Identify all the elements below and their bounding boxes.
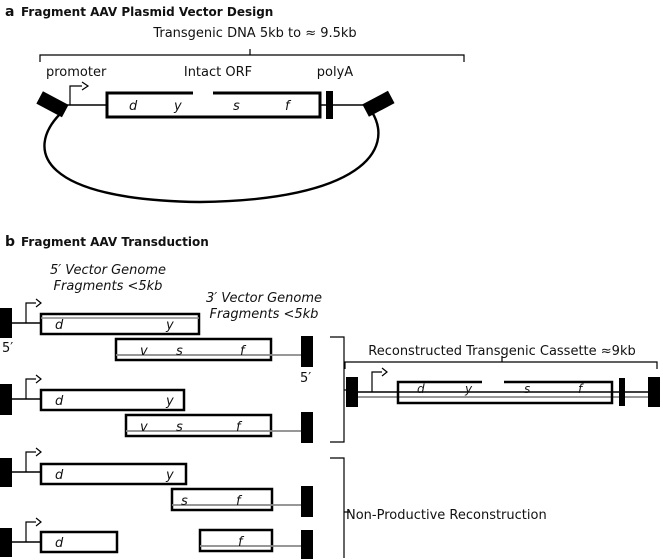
panel-a-letter: a bbox=[5, 4, 14, 20]
pair4-promoter-arrow-head bbox=[35, 517, 42, 527]
reconstructed-cassette: Reconstructed Transgenic Cassette ≈9kb d… bbox=[344, 344, 660, 407]
pair2-bottom-letter-s: s bbox=[176, 420, 183, 435]
panel-a-title: Fragment AAV Plasmid Vector Design bbox=[21, 5, 273, 19]
pair2-bottom-box bbox=[124, 413, 273, 438]
transgenic-span-label: Transgenic DNA 5kb to ≈ 9.5kb bbox=[152, 26, 356, 41]
pair3-promoter-arrow bbox=[25, 451, 36, 472]
pair1-top-itr bbox=[0, 308, 12, 338]
orf-letter-f: f bbox=[285, 99, 292, 114]
reconstructed-bracket bbox=[344, 356, 658, 369]
pair1-top-letter-d: d bbox=[55, 318, 64, 333]
pair3-top-letter-y: y bbox=[165, 468, 174, 483]
pair3-top-box bbox=[39, 462, 188, 486]
three-prime-fragments-label-line2: Fragments <5kb bbox=[210, 307, 319, 322]
reconstructed-letter-y: y bbox=[464, 382, 473, 396]
reconstructed-promoter-arrow-head bbox=[381, 367, 388, 377]
panel-b: b Fragment AAV Transduction 5′ Vector Ge… bbox=[0, 234, 660, 559]
pair4-bottom-box bbox=[198, 528, 274, 553]
pair4-promoter-arrow bbox=[25, 521, 36, 542]
pair3-promoter-arrow-head bbox=[35, 447, 42, 457]
pair1-bottom-letter-f: f bbox=[240, 344, 247, 359]
orf-gap bbox=[193, 89, 213, 95]
pair3-top-letter-d: d bbox=[55, 468, 64, 483]
pair-4: d f bbox=[0, 517, 313, 559]
pair-2: d y v s f bbox=[0, 374, 313, 443]
polya-label: polyA bbox=[317, 65, 354, 80]
transgenic-span-bracket bbox=[39, 49, 465, 62]
pair1-promoter-arrow bbox=[25, 302, 36, 323]
orf-letter-s: s bbox=[233, 99, 240, 114]
pair2-top-letter-y: y bbox=[165, 394, 174, 409]
reconstructed-label: Reconstructed Transgenic Cassette ≈9kb bbox=[368, 344, 635, 359]
polya-block bbox=[326, 91, 333, 119]
pair2-promoter-arrow bbox=[25, 378, 36, 399]
reconstructed-polya-block bbox=[619, 378, 625, 406]
pair4-bottom-letter-f: f bbox=[238, 535, 245, 550]
reconstructed-letter-d: d bbox=[417, 382, 425, 396]
pair2-bottom-itr bbox=[301, 412, 313, 443]
reconstructed-orf-gap bbox=[482, 379, 504, 385]
pair3-bottom-letter-s: s bbox=[181, 494, 188, 509]
pair-3: d y s f bbox=[0, 447, 313, 517]
pair1-top-letter-y: y bbox=[165, 318, 174, 333]
pair1-promoter-arrow-head bbox=[35, 298, 42, 308]
orf-letter-y: y bbox=[173, 99, 182, 114]
plasmid-loop bbox=[43, 111, 380, 204]
itr-right bbox=[362, 90, 395, 117]
pair2-promoter-arrow-head bbox=[35, 374, 42, 384]
nonproductive-bracket bbox=[330, 457, 350, 558]
pair2-top-itr bbox=[0, 384, 12, 415]
pair4-top-itr bbox=[0, 528, 12, 557]
reconstructed-promoter-arrow bbox=[371, 371, 382, 392]
reconstructed-orf-box bbox=[396, 380, 614, 405]
pair2-top-letter-d: d bbox=[55, 394, 64, 409]
pair4-bottom-itr bbox=[301, 530, 313, 559]
promoter-label: promoter bbox=[46, 65, 107, 80]
itr-left bbox=[36, 91, 69, 118]
five-prime-mark-right: 5′ bbox=[300, 371, 311, 386]
reconstructed-itr-right bbox=[648, 377, 660, 407]
intact-orf-label: Intact ORF bbox=[184, 65, 252, 80]
pair-1: d y 5′ v s f 5′ bbox=[0, 298, 313, 386]
pair4-top-letter-d: d bbox=[55, 536, 64, 551]
pair1-bottom-itr bbox=[301, 336, 313, 367]
five-prime-fragments-label-line1: 5′ Vector Genome bbox=[50, 263, 166, 278]
reconstructed-letter-f: f bbox=[578, 382, 584, 396]
promoter-arrow bbox=[69, 85, 82, 105]
pair2-top-box bbox=[39, 388, 186, 412]
intact-orf-box bbox=[105, 91, 322, 119]
promoter-arrow-head bbox=[81, 81, 90, 91]
three-prime-fragments-label-line1: 3′ Vector Genome bbox=[206, 291, 322, 306]
pair4-top-box bbox=[39, 530, 119, 554]
pair2-bottom-letter-f: f bbox=[236, 420, 243, 435]
five-prime-fragments-label-line2: Fragments <5kb bbox=[54, 279, 163, 294]
reconstructed-itr-left bbox=[346, 377, 358, 407]
five-prime-mark: 5′ bbox=[2, 341, 13, 356]
pair3-top-itr bbox=[0, 458, 12, 487]
panel-a: a Fragment AAV Plasmid Vector Design Tra… bbox=[5, 4, 465, 204]
pair3-bottom-itr bbox=[301, 486, 313, 517]
panel-b-letter: b bbox=[5, 234, 15, 250]
pair3-bottom-letter-f: f bbox=[236, 494, 243, 509]
pair1-top-box bbox=[39, 312, 201, 336]
pair1-bottom-letter-s: s bbox=[176, 344, 183, 359]
pair1-bottom-letter-v: v bbox=[140, 344, 148, 359]
panel-b-title: Fragment AAV Transduction bbox=[21, 235, 209, 249]
orf-letter-d: d bbox=[129, 99, 138, 114]
nonproductive-label: Non-Productive Reconstruction bbox=[346, 508, 547, 523]
pair2-bottom-letter-v: v bbox=[140, 420, 148, 435]
reconstructed-letter-s: s bbox=[524, 382, 530, 396]
